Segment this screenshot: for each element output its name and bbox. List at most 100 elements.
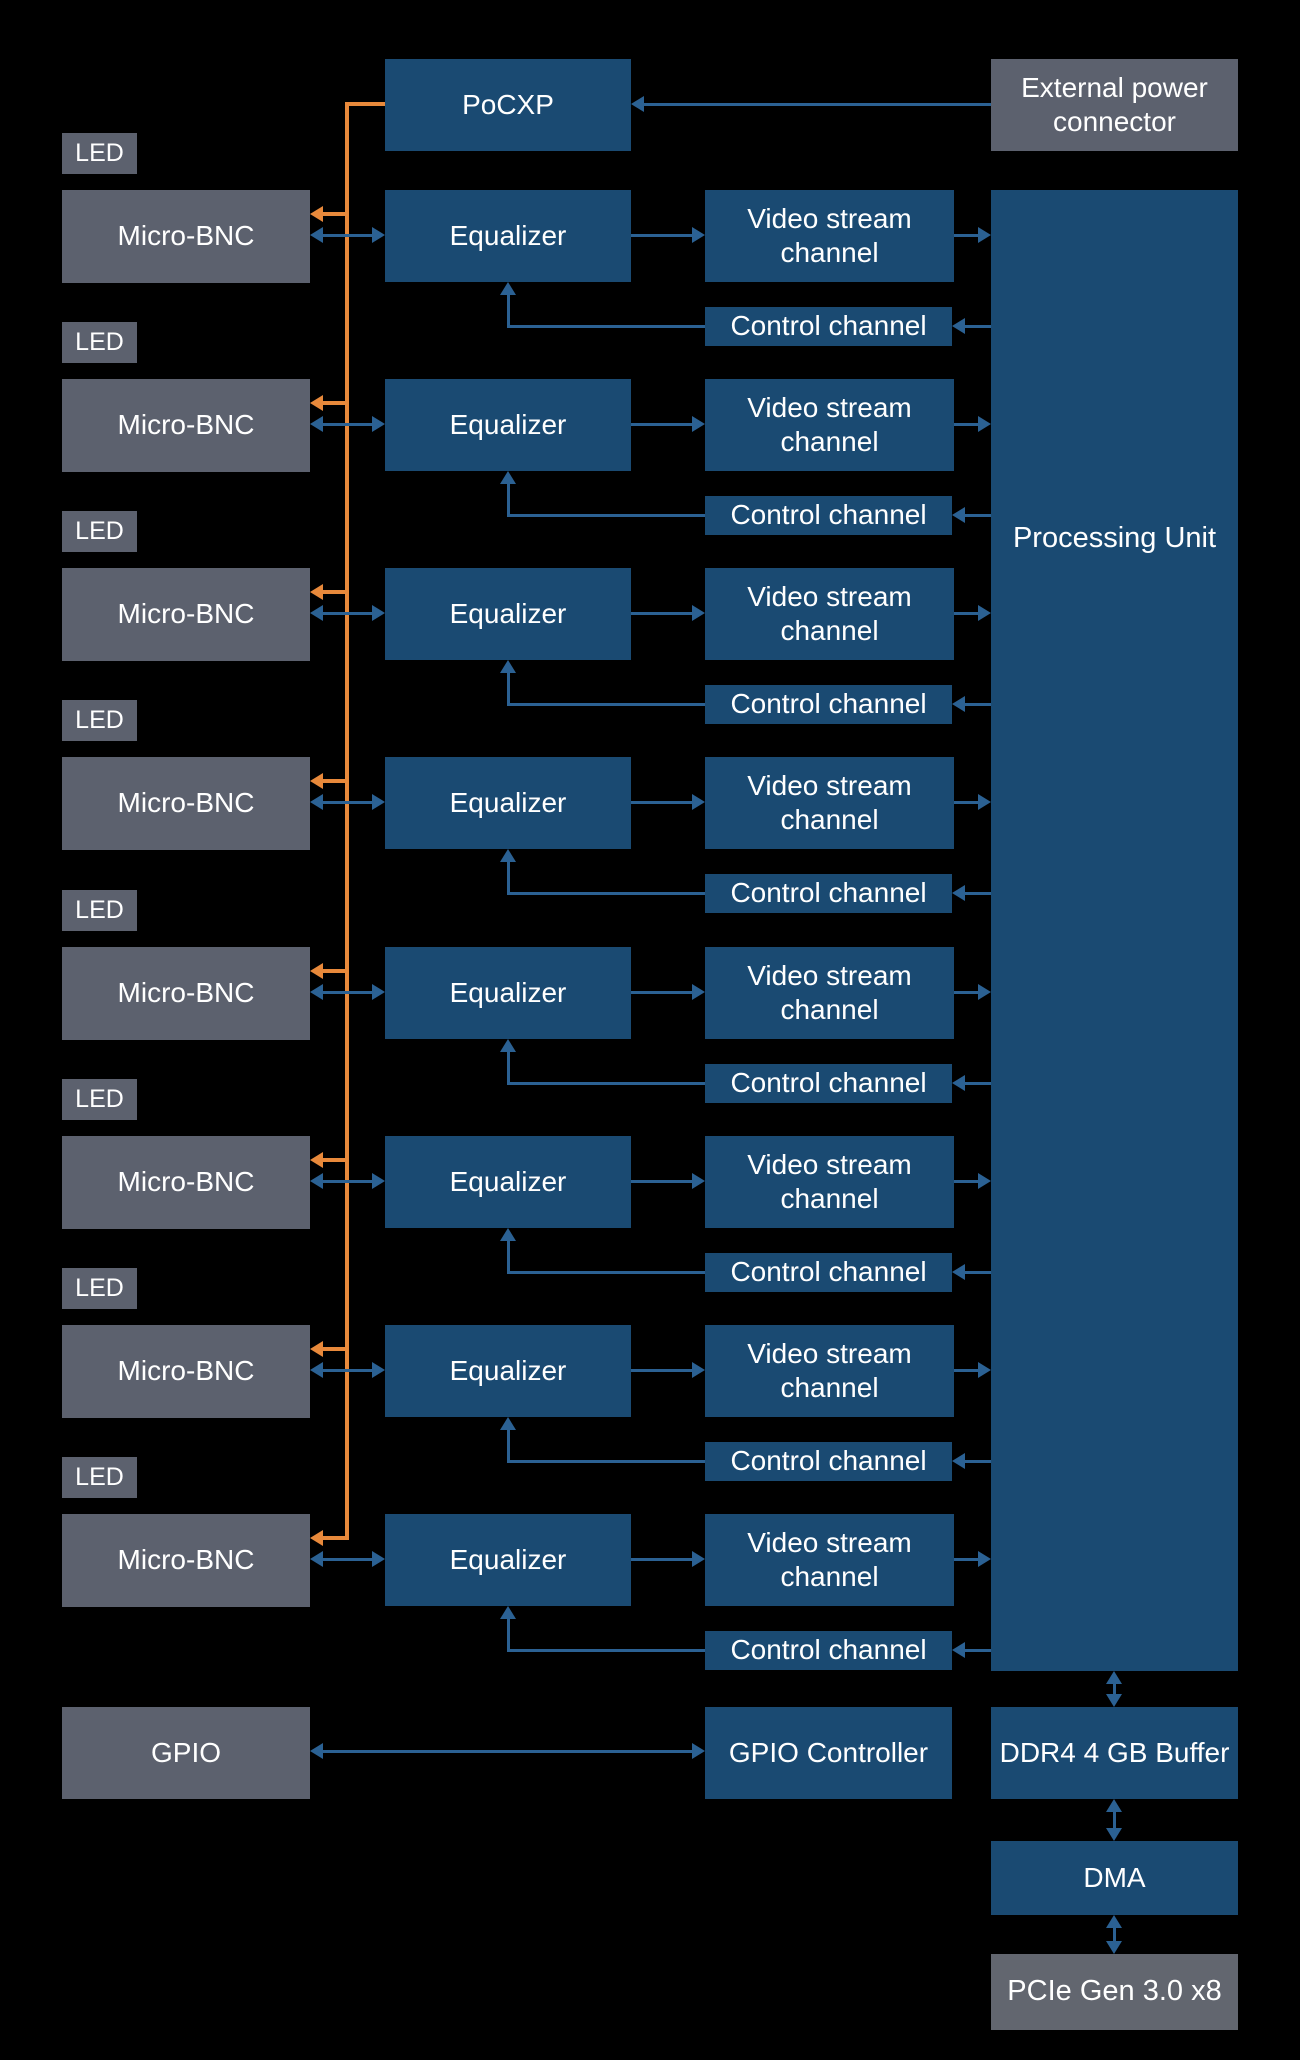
arrowhead-left [310, 1173, 323, 1189]
arrow-line [964, 1460, 991, 1463]
arrow-line [507, 703, 705, 706]
arrowhead-left [310, 1743, 323, 1759]
arrow-line [954, 234, 979, 237]
arrowhead-up [500, 849, 516, 862]
arrowhead-right [692, 794, 705, 810]
arrow-line-vertical [507, 1428, 510, 1461]
arrow-line [1113, 1808, 1116, 1832]
arrow-line [954, 1180, 979, 1183]
arrowhead-right [978, 1551, 991, 1567]
equalizer-box: Equalizer [385, 757, 631, 849]
arrow-line-vertical [507, 671, 510, 704]
arrow-line [507, 1082, 705, 1085]
arrow-line [954, 423, 979, 426]
arrowhead-up [1106, 1799, 1122, 1812]
arrow-line [631, 234, 693, 237]
led-box: LED [62, 511, 137, 552]
arrowhead-right [692, 1551, 705, 1567]
arrowhead-right [372, 1362, 385, 1378]
arrow-line [631, 991, 693, 994]
arrowhead-right [692, 605, 705, 621]
arrowhead-left [952, 318, 965, 334]
arrowhead-down [1106, 1941, 1122, 1954]
video-stream-channel-box: Video stream channel [705, 190, 954, 282]
arrowhead-right [692, 1362, 705, 1378]
gpio-controller-box: GPIO Controller [705, 1707, 952, 1799]
arrowhead-right [978, 227, 991, 243]
control-channel-box: Control channel [705, 1442, 952, 1481]
arrowhead-left [952, 1642, 965, 1658]
arrow-line-vertical [507, 482, 510, 515]
arrow-line [954, 991, 979, 994]
control-channel-box: Control channel [705, 874, 952, 913]
arrow-line [1113, 1680, 1116, 1698]
video-stream-channel-box: Video stream channel [705, 947, 954, 1039]
arrowhead-right [692, 1173, 705, 1189]
equalizer-box: Equalizer [385, 379, 631, 471]
led-box: LED [62, 700, 137, 741]
arrow-line [507, 325, 705, 328]
arrowhead-left [310, 395, 323, 411]
arrowhead-left [310, 1530, 323, 1546]
arrowhead-right [372, 416, 385, 432]
arrow-line [321, 1558, 374, 1561]
arrowhead-right [372, 794, 385, 810]
arrowhead-left [310, 1362, 323, 1378]
video-stream-channel-box: Video stream channel [705, 568, 954, 660]
video-stream-channel-box: Video stream channel [705, 1325, 954, 1417]
gpio-box: GPIO [62, 1707, 310, 1799]
orange-feed-horizontal-line [345, 102, 385, 106]
arrowhead-right [372, 984, 385, 1000]
arrow-line [321, 1369, 374, 1372]
arrow-line [964, 703, 991, 706]
arrowhead-up [500, 1228, 516, 1241]
video-stream-channel-box: Video stream channel [705, 1514, 954, 1606]
arrowhead-right [692, 1743, 705, 1759]
arrowhead-left [952, 1453, 965, 1469]
arrow-line-vertical [507, 1239, 510, 1272]
arrowhead-up [500, 660, 516, 673]
arrow-line [954, 612, 979, 615]
arrow-line-vertical [507, 1617, 510, 1650]
arrow-line [323, 969, 349, 973]
arrowhead-right [692, 984, 705, 1000]
equalizer-box: Equalizer [385, 947, 631, 1039]
micro-bnc-box: Micro-BNC [62, 1514, 310, 1607]
arrowhead-down [1106, 1694, 1122, 1707]
video-stream-channel-box: Video stream channel [705, 757, 954, 849]
arrowhead-right [372, 605, 385, 621]
micro-bnc-box: Micro-BNC [62, 757, 310, 850]
arrow-line [964, 325, 991, 328]
dma-box: DMA [991, 1841, 1238, 1915]
arrowhead-left [952, 1264, 965, 1280]
arrowhead-right [978, 1173, 991, 1189]
arrow-line [323, 212, 349, 216]
arrowhead-left [631, 96, 644, 112]
video-stream-channel-box: Video stream channel [705, 379, 954, 471]
arrow-line [323, 1158, 349, 1162]
micro-bnc-box: Micro-BNC [62, 379, 310, 472]
control-channel-box: Control channel [705, 307, 952, 346]
micro-bnc-box: Micro-BNC [62, 1136, 310, 1229]
control-channel-box: Control channel [705, 685, 952, 724]
arrow-line [631, 801, 693, 804]
arrow-line [321, 1750, 694, 1753]
led-box: LED [62, 1457, 137, 1498]
arrowhead-left [310, 584, 323, 600]
channel-row: LED Micro-BNC Equalizer Video stream cha… [0, 511, 1300, 758]
led-box: LED [62, 1268, 137, 1309]
arrowhead-left [310, 1152, 323, 1168]
equalizer-box: Equalizer [385, 1136, 631, 1228]
arrowhead-right [692, 227, 705, 243]
arrow-line-vertical [507, 860, 510, 893]
arrow-line [631, 423, 693, 426]
control-channel-box: Control channel [705, 1253, 952, 1292]
arrow-line [964, 1271, 991, 1274]
arrowhead-up [1106, 1915, 1122, 1928]
arrowhead-left [310, 794, 323, 810]
arrow-line [964, 514, 991, 517]
arrowhead-left [310, 605, 323, 621]
arrowhead-right [978, 416, 991, 432]
arrowhead-right [978, 605, 991, 621]
